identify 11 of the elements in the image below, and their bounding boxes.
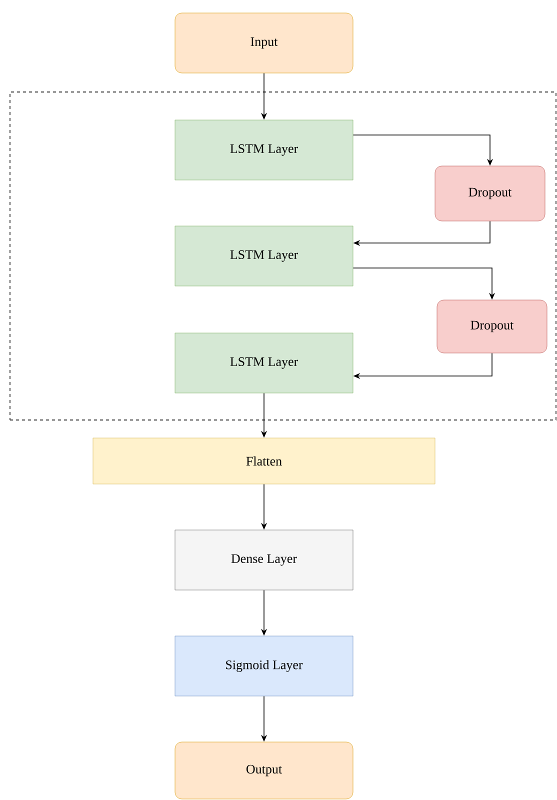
input-box: Input <box>174 12 354 74</box>
flatten-box: Flatten <box>92 438 436 484</box>
group-frame <box>10 92 556 420</box>
layer-box: Dense Layer <box>174 530 354 590</box>
output-box: Output <box>174 742 354 800</box>
layer-box: LSTM Layer <box>174 120 354 180</box>
dropout-box: Dropout <box>436 300 548 354</box>
layer-box: Sigmoid Layer <box>174 636 354 696</box>
layer-box: LSTM Layer <box>174 226 354 286</box>
dropout-box: Dropout <box>434 166 546 222</box>
layer-box: LSTM Layer <box>174 332 354 394</box>
